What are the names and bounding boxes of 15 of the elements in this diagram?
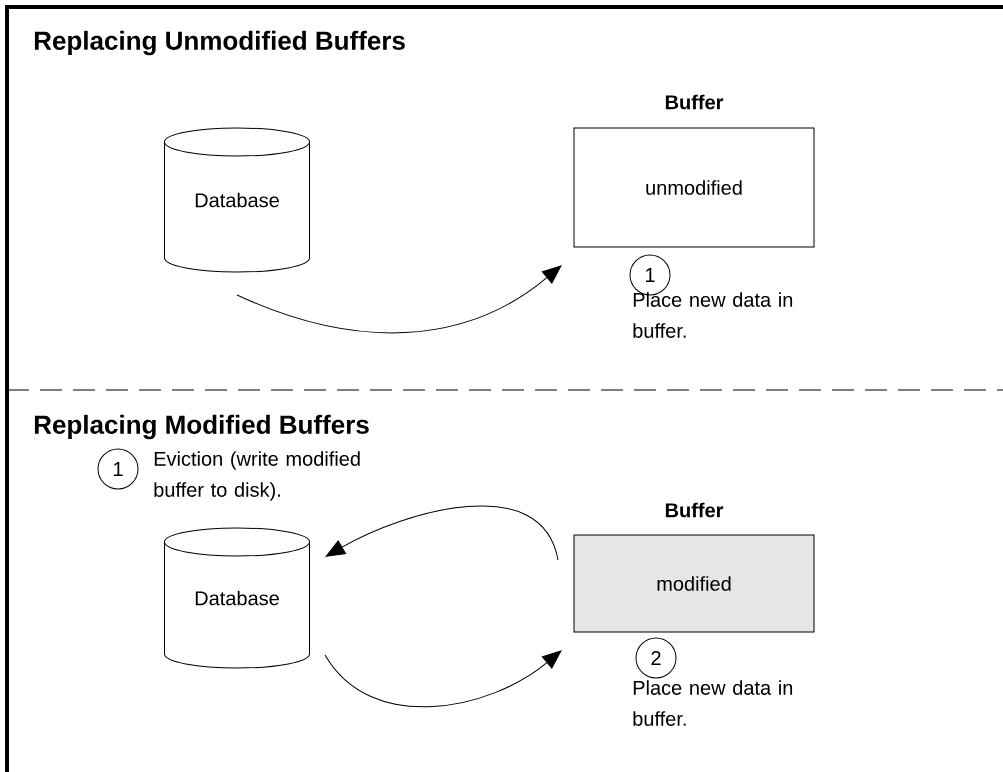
curved-arrow <box>236 265 562 334</box>
step-caption: Eviction (write modified buffer to disk). <box>154 451 360 501</box>
step-number: 1 <box>97 448 139 490</box>
box-heading: Buffer <box>665 94 724 110</box>
box-heading: Buffer <box>665 502 724 518</box>
section-heading: Replacing Modified Buffers <box>34 414 369 440</box>
section-heading: Replacing Unmodified Buffers <box>34 30 405 56</box>
curved-arrow <box>325 505 559 561</box>
database-cylinder: Database <box>164 127 310 273</box>
curved-arrow <box>324 650 562 708</box>
step-number: 2 <box>635 637 677 679</box>
database-cylinder: Database <box>164 527 310 669</box>
buffer-box: unmodified <box>573 127 815 248</box>
buffer-box: modified <box>573 534 815 633</box>
step-caption: Place new data in buffer. <box>633 680 793 726</box>
